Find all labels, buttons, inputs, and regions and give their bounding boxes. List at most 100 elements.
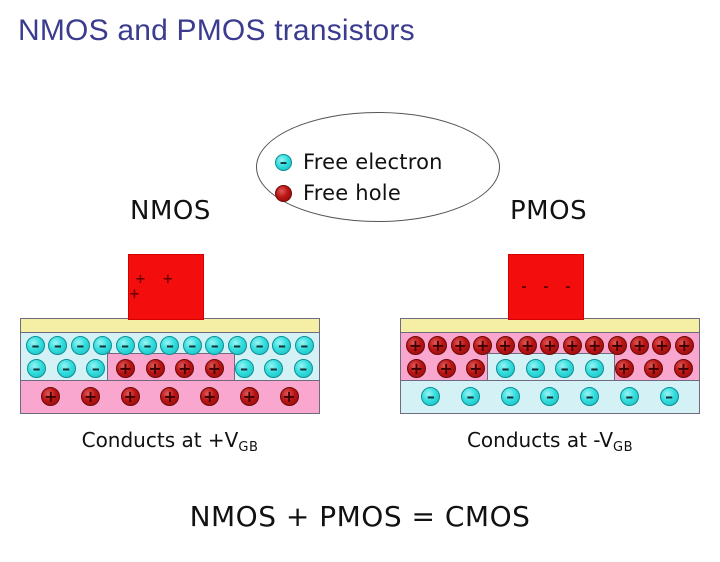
free-electron-icon: –: [27, 359, 46, 378]
minus-sign: –: [299, 358, 308, 378]
pmos-caption-subscript: GB: [613, 440, 634, 455]
plus-sign: +: [439, 358, 453, 378]
pmos-channel-top-row: +++++++++++++: [401, 336, 699, 355]
free-electron-icon: –: [56, 359, 76, 378]
plus-sign: +: [408, 335, 423, 355]
plus-sign: +: [676, 358, 691, 378]
pmos-substrate-layer: –––––––: [401, 381, 699, 413]
free-electron-icon: –: [293, 358, 313, 378]
minus-sign: –: [76, 335, 85, 355]
minus-sign: –: [279, 153, 288, 171]
nmos-label: NMOS: [130, 196, 211, 226]
free-electron-icon: –: [275, 153, 292, 171]
minus-sign: –: [269, 358, 278, 378]
minus-sign: –: [240, 358, 249, 378]
free-electron-icon: –: [234, 358, 254, 378]
plus-sign: +: [610, 335, 624, 355]
minus-sign: –: [53, 335, 62, 355]
legend-oval: – Free electron Free hole: [256, 112, 500, 222]
free-hole-icon: +: [406, 336, 425, 355]
plus-sign: +: [520, 335, 535, 355]
free-hole-icon: +: [436, 358, 456, 378]
minus-sign: –: [426, 386, 435, 406]
minus-sign: –: [506, 386, 515, 406]
minus-sign: –: [98, 335, 107, 355]
plus-sign: +: [565, 335, 580, 355]
plus-sign: +: [543, 335, 557, 355]
free-hole-icon: +: [160, 387, 180, 406]
plus-sign: +: [647, 358, 661, 378]
nmos-oxide-layer: [21, 319, 319, 333]
plus-sign: +: [655, 335, 669, 355]
minus-sign: –: [665, 386, 674, 406]
nmos-caption: Conducts at +VGB: [20, 428, 320, 455]
free-electron-icon: –: [227, 336, 247, 355]
nmos-channel-mid-row: –––++++–––: [21, 359, 319, 378]
minus-sign: –: [188, 335, 197, 355]
free-hole-icon: +: [495, 335, 515, 355]
free-electron-icon: –: [93, 335, 113, 355]
free-electron-icon: –: [86, 358, 106, 378]
plus-sign: +: [632, 335, 647, 355]
free-electron-icon: –: [580, 387, 600, 406]
plus-sign: +: [44, 386, 58, 406]
free-hole-icon: +: [607, 335, 627, 355]
plus-sign: +: [148, 358, 162, 378]
free-hole-icon: +: [200, 386, 220, 406]
free-electron-icon: –: [138, 335, 158, 355]
plus-sign: +: [123, 386, 137, 406]
plus-sign: +: [476, 335, 490, 355]
minus-sign: –: [255, 335, 264, 355]
minus-sign: –: [277, 335, 286, 355]
plus-sign: +: [118, 358, 133, 378]
minus-sign: –: [210, 335, 219, 355]
pmos-gate: - - -: [508, 254, 584, 320]
nmos-substrate-layer: +++++++: [21, 381, 319, 413]
plus-sign: +: [202, 386, 217, 406]
summary-formula: NMOS + PMOS = CMOS: [189, 500, 531, 533]
minus-sign: –: [466, 386, 475, 406]
pmos-gate-charge: - - -: [521, 279, 577, 295]
minus-sign: –: [143, 335, 152, 355]
plus-sign: +: [677, 335, 692, 355]
free-electron-icon: –: [421, 386, 441, 406]
free-hole-icon: +: [652, 335, 672, 355]
free-electron-icon: –: [70, 335, 90, 355]
free-hole-icon: +: [614, 359, 634, 378]
plus-sign: +: [498, 335, 512, 355]
free-electron-icon: –: [540, 387, 560, 406]
nmos-channel-layer: ––––––––––––– –––++++–––: [21, 333, 319, 381]
pmos-substrate-row: –––––––: [401, 387, 699, 406]
free-hole-icon: +: [81, 387, 101, 406]
free-electron-icon: –: [26, 336, 45, 355]
free-hole-icon: +: [466, 359, 486, 378]
minus-sign: –: [121, 335, 130, 355]
plus-sign: +: [431, 335, 445, 355]
minus-sign: –: [91, 358, 100, 378]
pmos-caption: Conducts at -VGB: [400, 428, 700, 455]
free-electron-icon: –: [250, 335, 270, 355]
free-electron-icon: –: [160, 335, 180, 355]
free-electron-icon: –: [205, 335, 225, 355]
pmos-channel-layer: +++++++++++++ +++––––+++: [401, 333, 699, 381]
free-electron-icon: –: [500, 386, 520, 406]
free-hole-icon: +: [175, 358, 195, 378]
nmos-channel-top-row: –––––––––––––: [21, 336, 319, 355]
pmos-layer-stack: +++++++++++++ +++––––+++ –––––––: [400, 318, 700, 414]
free-electron-icon: –: [555, 359, 575, 378]
free-hole-icon: +: [115, 358, 135, 378]
minus-sign: –: [165, 335, 174, 355]
free-hole-icon: +: [473, 335, 493, 355]
free-hole-icon: +: [644, 358, 664, 378]
pmos-label: PMOS: [510, 196, 588, 226]
nmos-gate: + + +: [128, 254, 204, 320]
plus-sign: +: [242, 386, 257, 406]
free-electron-icon: –: [48, 335, 68, 355]
minus-sign: –: [531, 358, 540, 378]
free-hole-icon: +: [674, 335, 694, 355]
free-electron-icon: –: [495, 359, 515, 378]
nmos-caption-text: Conducts at +V: [81, 428, 239, 452]
free-hole-icon: [275, 184, 292, 202]
legend-item-electron: – Free electron: [275, 150, 443, 174]
plus-sign: +: [178, 358, 192, 378]
